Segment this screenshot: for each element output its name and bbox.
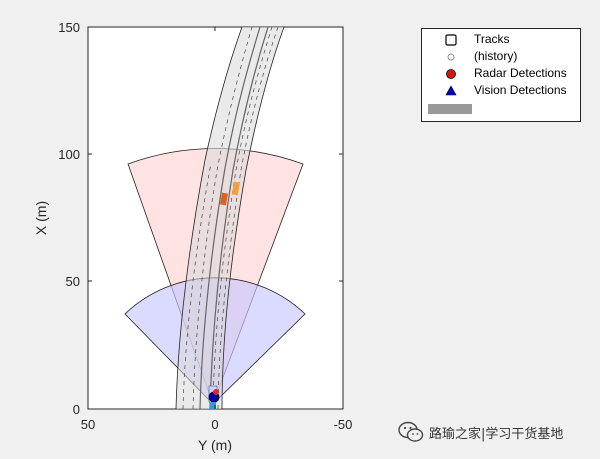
- tracked-vehicle-1: [220, 192, 228, 206]
- legend: Tracks (history) Radar Detections Vision…: [421, 28, 581, 122]
- axis-ticks: [87, 26, 344, 410]
- x-tick-label: -50: [334, 417, 353, 432]
- red-circle-icon: [446, 69, 456, 79]
- x-tick-label: 0: [211, 417, 218, 432]
- x-axis-label: Y (m): [198, 437, 232, 453]
- legend-item-road: [422, 101, 580, 118]
- y-tick-label: 150: [58, 20, 80, 35]
- wechat-icon: [398, 421, 424, 442]
- x-tick-label: 50: [81, 417, 95, 432]
- y-tick-label: 100: [58, 147, 80, 162]
- watermark-text: 路瑜之家|学习干货基地: [429, 427, 564, 442]
- legend-item-radar-detections: Radar Detections: [422, 65, 580, 82]
- watermark: 路瑜之家|学习干货基地: [398, 420, 588, 444]
- y-axis-label: X (m): [33, 201, 49, 235]
- road: [175, 27, 285, 409]
- blue-triangle-icon: [445, 85, 457, 96]
- ego-vehicle: [208, 385, 220, 409]
- square-outline-icon: [445, 34, 457, 46]
- small-circle-icon: [447, 53, 455, 61]
- legend-item-vision-detections: Vision Detections: [422, 82, 580, 99]
- legend-item-history: (history): [422, 48, 580, 65]
- legend-item-tracks: Tracks: [422, 31, 580, 48]
- gray-bar-icon: [428, 104, 472, 114]
- tracked-vehicle-2: [231, 181, 240, 196]
- y-tick-label: 0: [73, 402, 80, 417]
- y-tick-label: 50: [66, 274, 80, 289]
